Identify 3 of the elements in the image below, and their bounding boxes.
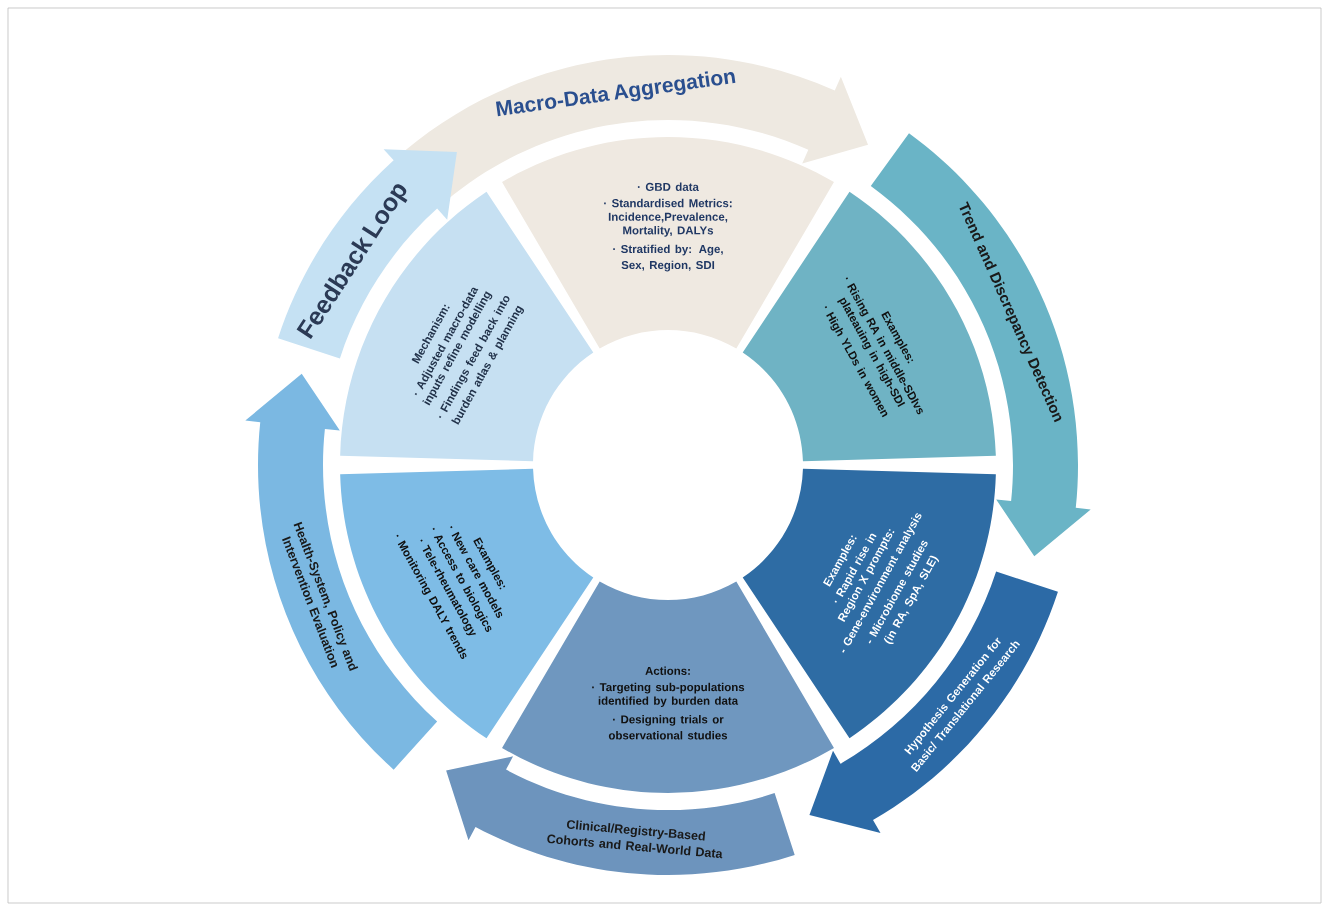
arrow-band: Clinical/Registry-Based Cohorts and Real-World Data bbox=[446, 756, 795, 875]
node-label: Clinical/Registry-Based Cohorts and Real-World Data bbox=[547, 820, 723, 859]
node-label: Macro-Data Aggregation bbox=[495, 71, 736, 117]
